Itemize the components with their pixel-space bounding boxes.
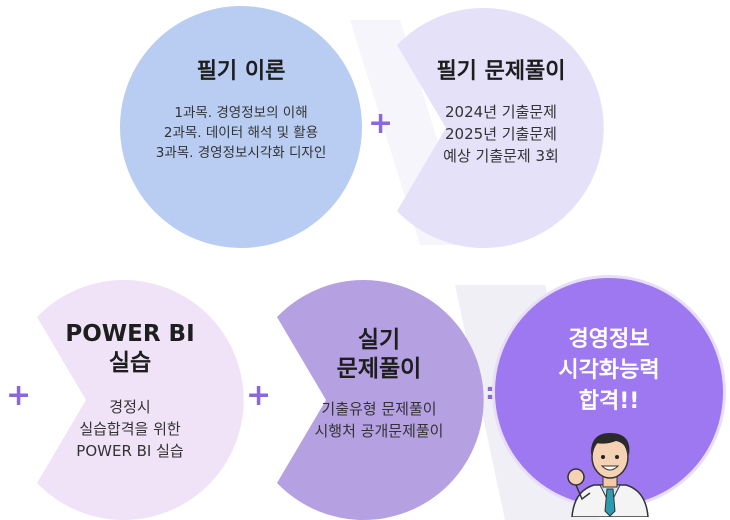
written-practice-title: 필기 문제풀이 bbox=[436, 59, 566, 84]
written-practice-line-1: 2024년 기출문제 bbox=[445, 103, 557, 121]
plus-operator-middle: + bbox=[246, 378, 272, 413]
written-practice-line-2: 2025년 기출문제 bbox=[445, 125, 557, 143]
powerbi-title-line-1: POWER BI bbox=[65, 321, 195, 347]
written-theory-circle bbox=[120, 6, 362, 248]
result-line-1: 경영정보 bbox=[568, 327, 650, 352]
practical-title-line-1: 실기 bbox=[357, 327, 401, 353]
powerbi-line-2: 실습합격을 위한 bbox=[79, 420, 181, 438]
powerbi-line-1: 경정시 bbox=[109, 398, 151, 416]
powerbi-line-3: POWER BI 실습 bbox=[76, 442, 184, 460]
written-theory-title: 필기 이론 bbox=[196, 59, 286, 84]
practical-circle bbox=[277, 280, 484, 520]
written-theory-line-1: 1과목. 경영정보의 이해 bbox=[174, 105, 308, 121]
mascot-character-icon bbox=[567, 433, 649, 517]
practical-line-2: 시행처 공개문제풀이 bbox=[314, 422, 444, 440]
practical-title-line-2: 문제풀이 bbox=[336, 356, 422, 382]
powerbi-title-line-2: 실습 bbox=[108, 350, 152, 376]
plus-operator-left: + bbox=[6, 378, 32, 413]
written-theory-line-2: 2과목. 데이터 해석 및 활용 bbox=[163, 125, 319, 141]
practical-line-1: 기출유형 문제풀이 bbox=[321, 400, 437, 418]
written-practice-line-3: 예상 기출문제 3회 bbox=[443, 147, 559, 165]
written-practice-circle bbox=[397, 8, 604, 248]
powerbi-circle bbox=[37, 280, 244, 520]
result-line-3: 합격!! bbox=[578, 389, 640, 414]
written-theory-line-3: 3과목. 경영정보시각화 디자인 bbox=[155, 145, 327, 161]
result-line-2: 시각화능력 bbox=[558, 358, 660, 383]
plus-operator: + bbox=[368, 106, 394, 141]
